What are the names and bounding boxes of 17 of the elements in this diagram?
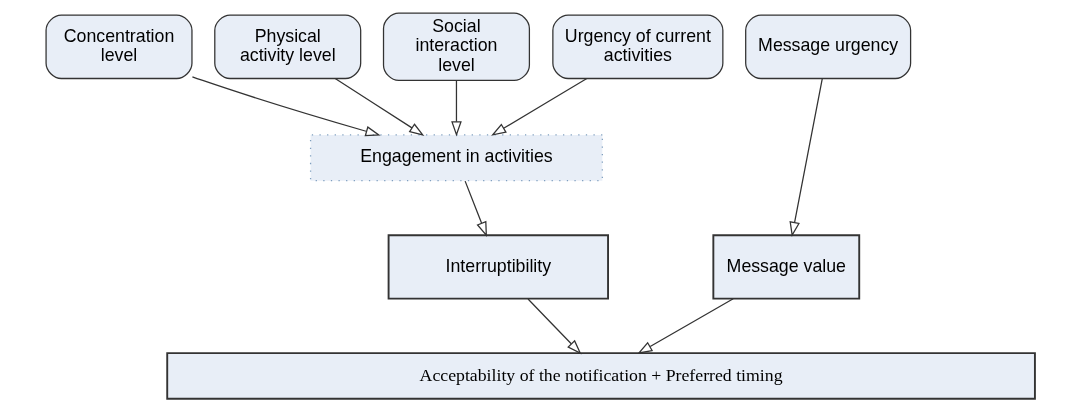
node-box: Concentration level bbox=[45, 14, 193, 80]
node-box: Physical activity level bbox=[214, 14, 362, 80]
arrow bbox=[637, 298, 734, 354]
node-box: Acceptability of the notification + Preferred timing bbox=[166, 352, 1036, 400]
arrow bbox=[464, 180, 488, 237]
node-box: Urgency of current activities bbox=[552, 14, 724, 80]
node-box: Social interaction level bbox=[382, 12, 531, 82]
arrow bbox=[789, 78, 823, 237]
node-box: Interruptibility bbox=[387, 234, 609, 300]
arrow bbox=[451, 79, 462, 137]
arrow bbox=[527, 298, 582, 355]
arrow bbox=[191, 76, 381, 137]
node-box: Engagement in activities bbox=[309, 134, 603, 182]
node-box: Message value bbox=[712, 234, 861, 300]
arrow bbox=[491, 77, 588, 136]
arrow bbox=[334, 77, 425, 136]
node-box: Message urgency bbox=[745, 14, 912, 80]
